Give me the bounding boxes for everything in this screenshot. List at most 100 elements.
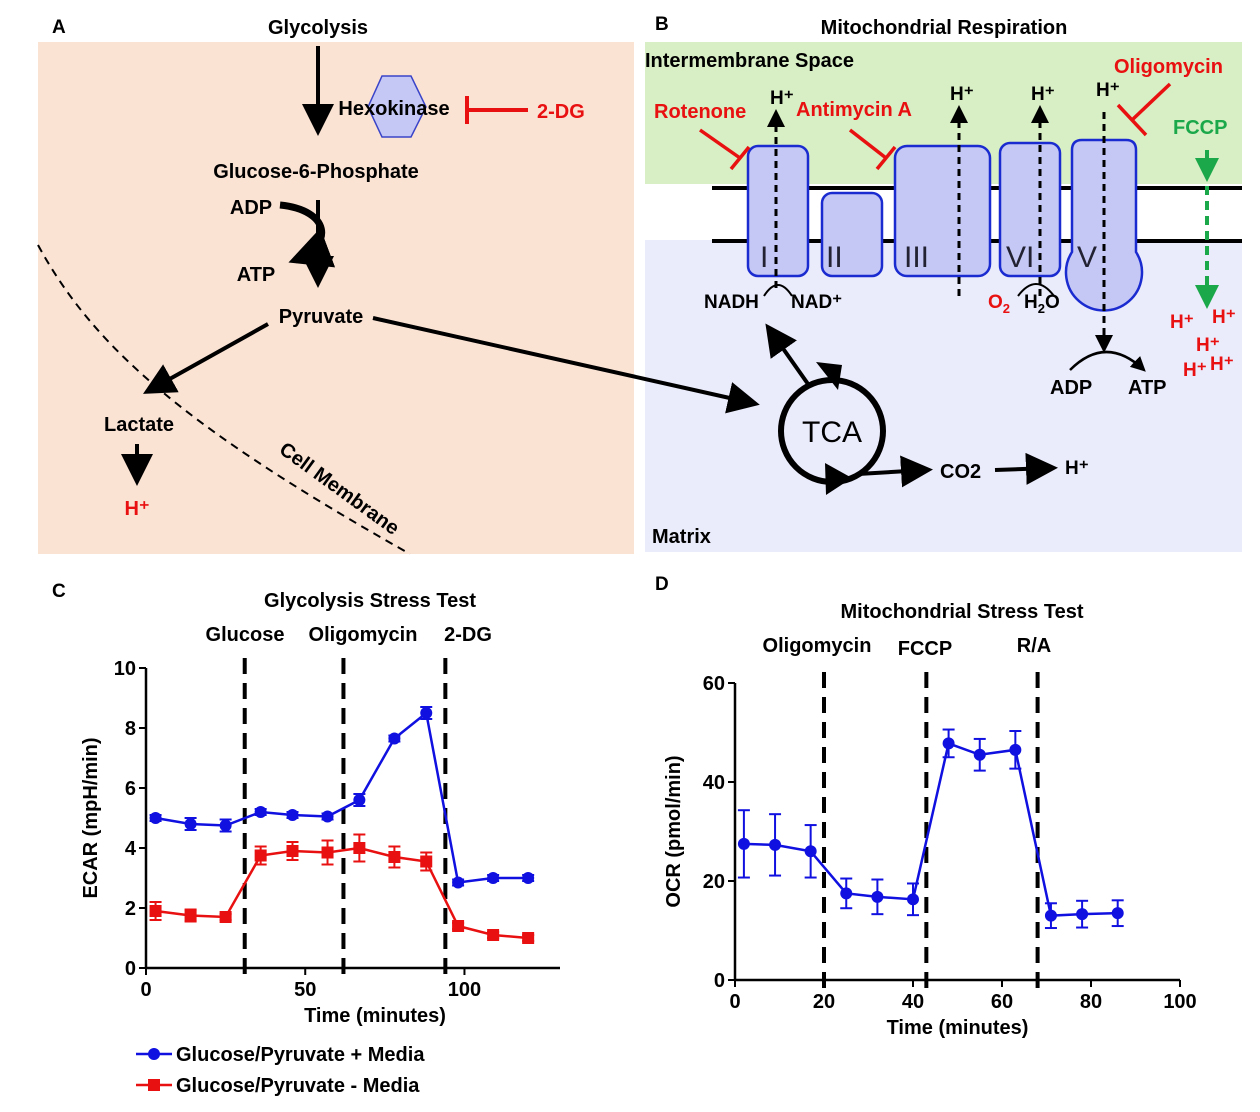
y-tick-label: 2	[125, 898, 136, 920]
legend-marker	[148, 1079, 160, 1091]
panel-c-letter: C	[52, 581, 66, 602]
x-tick-label: 50	[294, 979, 316, 1001]
x-axis-label: Time (minutes)	[887, 1017, 1029, 1039]
complex-iii-label: III	[904, 241, 929, 274]
data-point	[1009, 743, 1022, 756]
data-point	[254, 849, 267, 862]
complex-iii-proton: H⁺	[950, 84, 974, 105]
injection-label: 2-DG	[444, 624, 492, 646]
inhibitor-2dg-label: 2-DG	[537, 101, 585, 123]
antimycin-inhibition-bar	[875, 145, 897, 171]
complex-v-proton: H⁺	[1096, 80, 1120, 101]
h2o-label: H2O	[1024, 292, 1060, 316]
data-point	[1111, 907, 1124, 920]
leaked-proton-1: H⁺	[1170, 312, 1194, 333]
complex-ii-label: II	[826, 241, 843, 274]
injection-label: R/A	[1017, 635, 1051, 657]
data-point	[522, 872, 535, 884]
data-point	[420, 855, 433, 868]
glycolysis-title: Glycolysis	[268, 17, 368, 39]
rotenone-label: Rotenone	[654, 101, 746, 123]
legend-label: Glucose/Pyruvate - Media	[176, 1075, 420, 1097]
data-point	[219, 819, 232, 832]
data-point	[353, 842, 366, 854]
leaked-proton-2: H⁺	[1212, 307, 1236, 328]
mito-adp-label: ADP	[1050, 377, 1092, 399]
complex-i-label: I	[760, 241, 768, 274]
pyruvate-label: Pyruvate	[279, 306, 364, 328]
data-point	[219, 911, 232, 923]
data-point	[452, 920, 465, 932]
x-tick-label: 40	[902, 991, 924, 1013]
data-point	[737, 837, 750, 850]
x-tick-label: 0	[729, 991, 740, 1013]
panel-a-letter: A	[52, 17, 66, 38]
data-point	[1076, 908, 1089, 921]
y-tick-label: 6	[125, 778, 136, 800]
x-tick-label: 20	[813, 991, 835, 1013]
data-point	[149, 812, 162, 824]
hexokinase-hexagon-icon	[367, 75, 427, 138]
y-tick-label: 10	[114, 658, 136, 680]
leaked-proton-4: H⁺	[1183, 360, 1207, 381]
data-point	[321, 846, 334, 859]
data-point	[321, 810, 334, 823]
y-axis-label: ECAR (mpH/min)	[80, 737, 102, 898]
injection-label: Oligomycin	[763, 635, 872, 657]
data-point	[769, 838, 782, 851]
co2-label: CO2	[940, 461, 981, 483]
fccp-label: FCCP	[1173, 117, 1227, 139]
data-point	[420, 707, 433, 719]
tca-arrowhead-bottom	[825, 463, 852, 495]
panel-a: A Glycolysis Hexokinase 2-DG Glucose-6-P…	[37, 17, 634, 555]
data-point	[942, 737, 955, 750]
complex-iv	[998, 141, 1062, 278]
data-point	[286, 809, 299, 821]
g6p-label: Glucose-6-Phosphate	[213, 161, 419, 183]
nadh-label: NADH	[704, 292, 759, 313]
co2-to-proton-arrow	[994, 452, 1058, 485]
x-tick-label: 60	[991, 991, 1013, 1013]
complex-iv-proton: H⁺	[1031, 84, 1055, 105]
y-tick-label: 60	[703, 673, 725, 695]
y-tick-label: 20	[703, 871, 725, 893]
panel-b: B Mitochondrial Respiration Intermembran…	[372, 14, 1242, 552]
lactate-label: Lactate	[104, 414, 174, 436]
complex-iii	[893, 144, 992, 278]
intermembrane-space-label: Intermembrane Space	[645, 50, 854, 72]
cell-membrane-line	[37, 244, 411, 555]
y-tick-label: 0	[714, 970, 725, 992]
data-point	[973, 748, 986, 761]
chart-title: Mitochondrial Stress Test	[840, 601, 1083, 623]
data-point	[286, 845, 299, 857]
data-point	[907, 893, 919, 906]
x-tick-label: 100	[448, 979, 481, 1001]
oligomycin-label: Oligomycin	[1114, 56, 1223, 78]
tca-arrowhead-top	[816, 362, 842, 390]
x-tick-label: 100	[1163, 991, 1196, 1013]
pyruvate-to-lactate-arrow	[143, 322, 269, 394]
antimycin-inhibition-line	[848, 128, 888, 160]
atp-synthesis-arc	[1069, 350, 1146, 372]
complex-iv-label: VI	[1006, 241, 1034, 274]
data-point	[388, 732, 401, 745]
hexokinase-label: Hexokinase	[338, 98, 449, 120]
legend-label: Glucose/Pyruvate + Media	[176, 1044, 425, 1066]
mito-atp-label: ATP	[1128, 377, 1167, 399]
data-point	[487, 929, 500, 941]
leaked-proton-3: H⁺	[1196, 335, 1220, 356]
data-point	[388, 851, 401, 863]
rotenone-inhibition-line	[698, 128, 742, 160]
nad-label: NAD⁺	[791, 292, 842, 313]
data-point	[149, 905, 162, 917]
data-point	[184, 909, 197, 922]
x-tick-label: 80	[1080, 991, 1102, 1013]
data-point	[804, 845, 817, 858]
co2-proton-label: H⁺	[1065, 458, 1089, 479]
panel-b-letter: B	[655, 14, 669, 35]
complex-ii	[820, 191, 884, 278]
data-point	[840, 887, 853, 900]
